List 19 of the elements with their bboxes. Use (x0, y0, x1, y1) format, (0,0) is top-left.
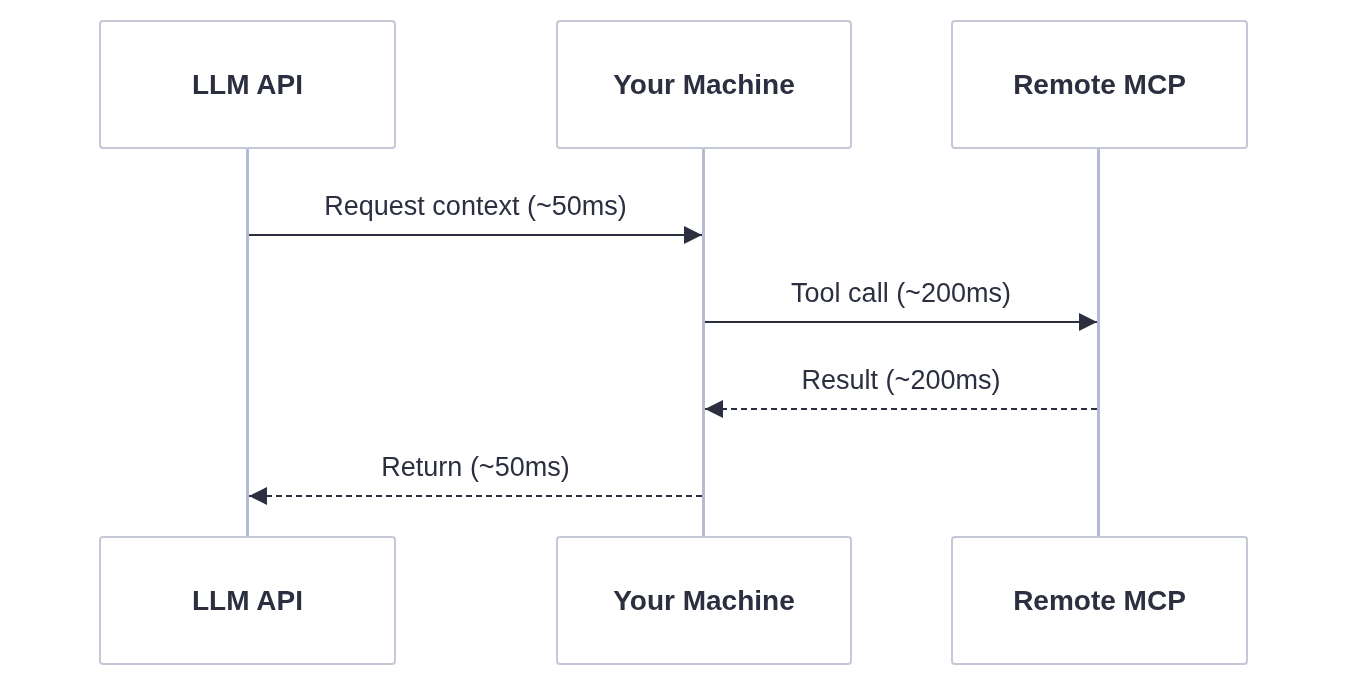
participant-label: Your Machine (613, 68, 795, 101)
participant-label: Remote MCP (1013, 68, 1186, 101)
lifeline (702, 149, 705, 536)
lifeline (246, 149, 249, 536)
lifeline (1097, 149, 1100, 536)
participant-box (556, 536, 852, 665)
participant-box (99, 536, 396, 665)
participant-box (951, 20, 1248, 149)
message-arrow (248, 487, 703, 505)
participant-label: LLM API (192, 584, 303, 617)
message-arrow (704, 313, 1098, 331)
participant-box (556, 20, 852, 149)
message-arrow (704, 400, 1098, 418)
participant-box (951, 536, 1248, 665)
participant-label: Your Machine (613, 584, 795, 617)
participant-label: Remote MCP (1013, 584, 1186, 617)
message-arrow (248, 226, 703, 244)
participant-box (99, 20, 396, 149)
participant-label: LLM API (192, 68, 303, 101)
